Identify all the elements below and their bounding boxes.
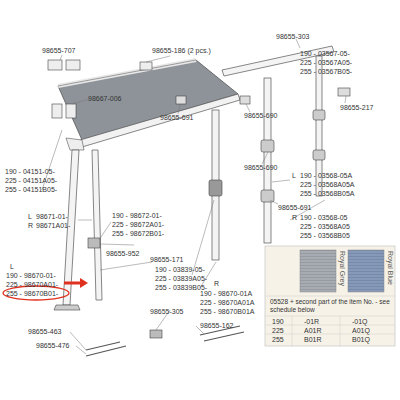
table-cell: B01Q	[352, 336, 370, 344]
callout-number: L	[292, 172, 296, 180]
callout-number: 98655-690	[244, 112, 277, 120]
callout-number: R	[214, 280, 219, 288]
callout-number: 225 - 03839A05-	[155, 275, 207, 283]
callout-number: L	[28, 213, 32, 221]
callout-number: 255 - 03839B05-	[155, 284, 207, 292]
callout-number: 255 - 98670B01A	[200, 308, 255, 316]
callout-number: 225 - 03568A05	[300, 223, 350, 231]
callout-number: 98655-217	[340, 104, 373, 112]
callout-number: 255 - 03568B05A	[300, 190, 355, 198]
callout-number: 190 - 98670-01-	[6, 272, 56, 280]
table-cell: -01R	[304, 318, 319, 326]
callout-number: 98655-186 (2 pcs.)	[152, 47, 211, 55]
callout-number: 225 - 03568A05A	[300, 181, 355, 189]
callout-number: 255 - 04151B05-	[5, 186, 57, 194]
table-cell: Royal Blue	[386, 251, 394, 285]
table-cell: 190	[272, 318, 284, 326]
callout-number: 225 - 98670A01-	[6, 281, 58, 289]
callout-number: R	[28, 222, 33, 230]
callout-number: 190 - 98670-01A	[200, 290, 252, 298]
callout-number: 98655-476	[36, 342, 69, 350]
callout-number: 190 - 03568-05A	[300, 172, 352, 180]
callout-number: 98671A01-	[36, 222, 70, 230]
callout-number: 190 - 03567-05-	[300, 50, 350, 58]
callout-number: 225 - 98672A01-	[112, 221, 164, 229]
table-cell: A01Q	[352, 327, 370, 335]
callout-number: 255 - 98670B01-	[6, 290, 58, 298]
callout-number: 255 - 03567B05-	[300, 68, 352, 76]
callout-number: 98655-690	[244, 164, 277, 172]
callout-number: 98655-691	[160, 114, 193, 122]
callout-number: R	[292, 214, 297, 222]
table-cell: A01R	[304, 327, 322, 335]
callout-number: 225 - 03567A05-	[300, 59, 352, 67]
callout-number: 98655-691	[278, 204, 311, 212]
table-cell: Royal Grey	[338, 251, 346, 286]
callout-number: 98655-303	[276, 33, 309, 41]
callout-number: 98655-707	[42, 47, 75, 55]
callout-number: 255 - 98672B01-	[112, 230, 164, 238]
table-note: 05528 + second part of the item No. - se…	[270, 298, 392, 313]
callout-number: 98655-305	[150, 308, 183, 316]
callout-number: 190 - 03568-05	[300, 214, 347, 222]
callout-number: 190 - 98672-01-	[112, 212, 162, 220]
callout-number: 225 - 98670A01A	[200, 299, 255, 307]
callout-number: 98655-171	[150, 256, 183, 264]
callout-number: 190 - 04151-05-	[5, 168, 55, 176]
table-cell: 255	[272, 336, 284, 344]
table-cell: 225	[272, 327, 284, 335]
callout-number: 98655-463	[28, 328, 61, 336]
callout-number: 255 - 03568B05	[300, 232, 350, 240]
callout-number: 98667-006	[88, 95, 121, 103]
table-cell: B01R	[304, 336, 322, 344]
callout-number: 225 - 04151A05-	[5, 177, 57, 185]
callout-number: 190 - 03839-05-	[155, 266, 205, 274]
callout-number: 98655-162	[200, 322, 233, 330]
callout-number: 98655-952	[106, 250, 139, 258]
callout-number: 98671-01-	[36, 213, 68, 221]
table-cell: -01Q	[352, 318, 368, 326]
callout-number: L	[10, 263, 14, 271]
